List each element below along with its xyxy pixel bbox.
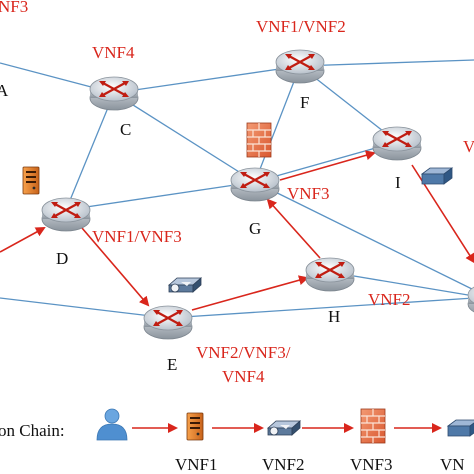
- legend-server-icon: [186, 412, 204, 441]
- legend-load-balancer-icon: [267, 420, 301, 436]
- node-label-A: A: [0, 81, 9, 100]
- node-label-C: C: [120, 120, 131, 139]
- link-G-right: [254, 181, 474, 291]
- link-F-G: [254, 65, 301, 183]
- sfc-arrow-E-H: [191, 275, 309, 311]
- sfc-arrow-H-G: [266, 198, 321, 259]
- router-icon-D: [40, 196, 92, 233]
- firewall-icon-near-G: [246, 122, 272, 158]
- sfc-arrow-G-I: [279, 150, 376, 181]
- node-label-F: F: [300, 93, 309, 112]
- vnf-label-top-left: NF3: [0, 0, 28, 16]
- vnf-label-E-line1: VNF2/VNF3/: [196, 343, 291, 362]
- sfc-arrow-left-D: [0, 227, 46, 253]
- link-left-E: [0, 297, 169, 319]
- vnf-label-F: VNF1/VNF2: [256, 17, 346, 36]
- vnf-label-E-line2: VNF4: [222, 367, 265, 386]
- link-C-F: [113, 65, 301, 94]
- router-icon-I: [371, 125, 423, 162]
- legend-item-2: VNF2: [262, 455, 305, 474]
- vnf-label-C: VNF4: [92, 43, 135, 62]
- link-E-right: [167, 297, 474, 319]
- router-icon-C: [88, 75, 140, 112]
- node-label-H: H: [328, 307, 340, 326]
- router-icon-G: [229, 166, 281, 203]
- legend-title: on Chain:: [0, 421, 65, 440]
- router-icon-F: [274, 48, 326, 85]
- sfc-arrow-D-E: [81, 227, 150, 307]
- legend-item-1: VNF1: [175, 455, 218, 474]
- server-icon-near-D: [22, 166, 40, 195]
- chain-legend: on Chain: VNF1 VNF2 VNF3 VN: [0, 408, 474, 474]
- switch-icon-near-I: [421, 167, 453, 185]
- vnf-label-right-edge: V: [463, 137, 474, 156]
- node-label-E: E: [167, 355, 177, 374]
- legend-firewall-icon: [360, 408, 386, 444]
- link-C-G: [113, 92, 256, 183]
- load-balancer-icon-near-E: [168, 277, 202, 293]
- user-icon: [96, 408, 128, 441]
- router-icon-E: [142, 304, 194, 341]
- vnf-label-G: VNF3: [287, 184, 330, 203]
- legend-switch-icon: [447, 419, 474, 437]
- legend-item-3: VNF3: [350, 455, 393, 474]
- link-D-G: [65, 181, 256, 211]
- vnf-label-H: VNF2: [368, 290, 411, 309]
- node-label-D: D: [56, 249, 68, 268]
- vnf-label-D: VNF1/VNF3: [92, 227, 182, 246]
- link-C-D: [65, 92, 115, 211]
- node-label-G: G: [249, 219, 261, 238]
- legend-item-4: VN: [440, 455, 465, 474]
- link-F-right: [299, 59, 474, 67]
- node-label-I: I: [395, 173, 401, 192]
- router-icon-H: [304, 256, 356, 293]
